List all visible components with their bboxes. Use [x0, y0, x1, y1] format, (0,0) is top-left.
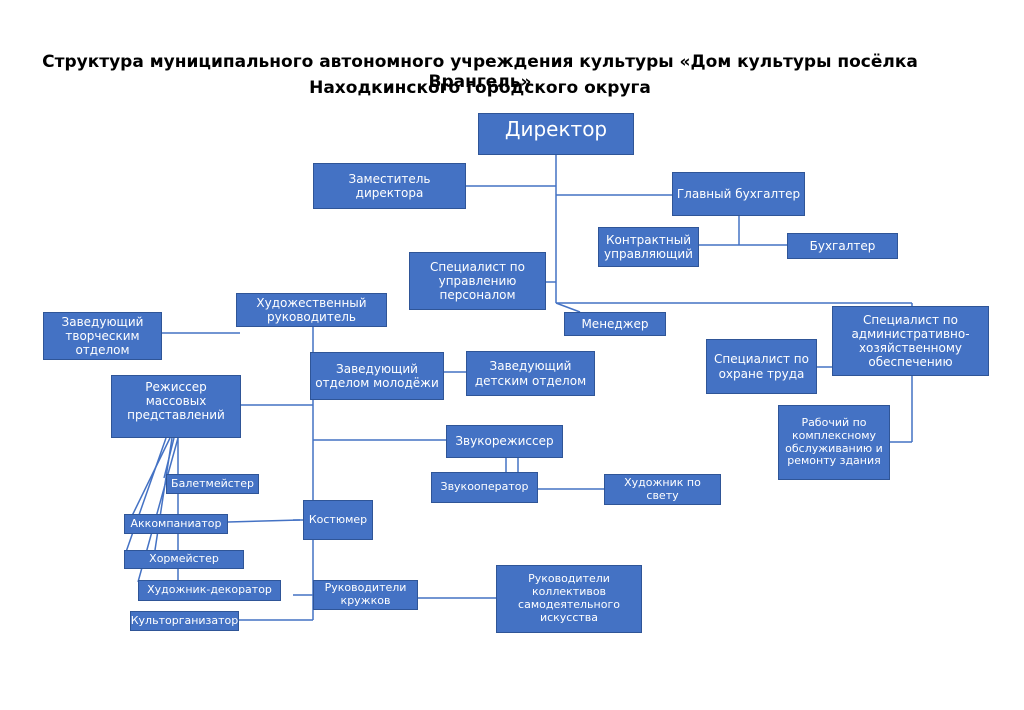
safety-specialist-box: Специалист по охране труда — [706, 339, 817, 394]
costumer-box: Костюмер — [303, 500, 373, 540]
deputy-director-box: Заместитель директора — [313, 163, 466, 209]
decorator-box: Художник-декоратор — [138, 580, 281, 601]
manager-link — [555, 302, 581, 313]
art-director-box: Художественный руководитель — [236, 293, 387, 327]
fan-accomp-b — [227, 519, 301, 523]
sound-operator-box: Звукооператор — [431, 472, 538, 503]
manager-box: Менеджер — [564, 312, 666, 336]
club-heads-box: Руководители кружков — [313, 580, 418, 610]
culture-organizer-box: Культорганизатор — [130, 611, 239, 631]
mass-director-box: Режиссер массовых представлений — [111, 375, 241, 438]
amateur-heads-box: Руководители коллективов самодеятельного… — [496, 565, 642, 633]
maintenance-worker-box: Рабочий по комплексному обслуживанию и р… — [778, 405, 890, 480]
youth-head-box: Заведующий отделом молодёжи — [310, 352, 444, 400]
page-subtitle: Находкинского городского округа — [309, 78, 651, 98]
accountant-box: Бухгалтер — [787, 233, 898, 259]
lighting-artist-box: Художник по свету — [604, 474, 721, 505]
sound-director-box: Звукорежиссер — [446, 425, 563, 458]
director-box: Директор — [478, 113, 634, 155]
choirmaster-box: Хормейстер — [124, 550, 244, 569]
children-head-box: Заведующий детским отделом — [466, 351, 595, 396]
chief-accountant-box: Главный бухгалтер — [672, 172, 805, 216]
page-title: Структура муниципального автономного учр… — [42, 52, 918, 92]
hr-specialist-box: Специалист по управлению персоналом — [409, 252, 546, 310]
fan-choir-a — [125, 437, 167, 553]
creative-head-box: Заведующий творческим отделом — [43, 312, 162, 360]
accompanist-box: Аккомпаниатор — [124, 514, 228, 534]
admin-specialist-box: Специалист по административно-хозяйствен… — [832, 306, 989, 376]
ballet-master-box: Балетмейстер — [166, 474, 259, 494]
contract-manager-box: Контрактный управляющий — [598, 227, 699, 267]
fan-accomp-a — [129, 437, 171, 521]
